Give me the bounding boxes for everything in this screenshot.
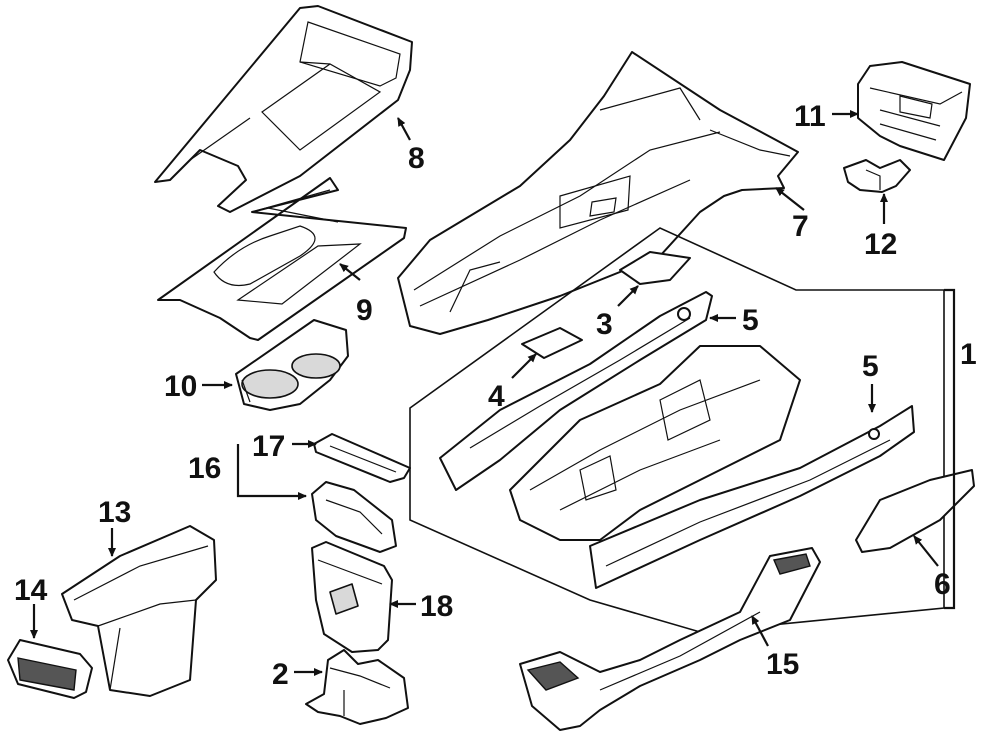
callout-18: 18 <box>420 590 453 623</box>
part-13-armrest <box>61 525 217 697</box>
part-7-console-frame <box>397 51 799 335</box>
callout-3: 3 <box>596 308 613 341</box>
callout-5a: 5 <box>742 304 759 337</box>
callout-14: 14 <box>14 574 48 607</box>
leader-7 <box>775 187 805 211</box>
leader-4 <box>511 353 537 379</box>
part-9-lower-trim-panel <box>157 177 407 341</box>
callout-9: 9 <box>356 294 373 327</box>
callout-1: 1 <box>960 338 977 371</box>
part-14-vent <box>7 639 93 699</box>
part-18-switch-panel <box>311 541 393 653</box>
callout-13: 13 <box>98 496 131 529</box>
part-11-module <box>857 61 971 161</box>
callout-8: 8 <box>408 142 425 175</box>
leader-9 <box>339 263 361 281</box>
callout-12: 12 <box>864 228 897 261</box>
callout-17: 17 <box>252 430 285 463</box>
callout-5b: 5 <box>862 350 879 383</box>
leader-3 <box>617 285 639 307</box>
leader-15 <box>751 615 769 647</box>
part-3-pad <box>619 251 691 285</box>
part-12-bracket <box>843 159 911 193</box>
callout-11: 11 <box>794 100 826 133</box>
callout-16: 16 <box>188 452 221 485</box>
part-17-trim-strip <box>313 433 411 483</box>
part-16-bezel <box>311 481 397 553</box>
callout-10: 10 <box>164 370 197 403</box>
part-5-right-side-panel <box>589 405 915 589</box>
leader-6 <box>913 535 939 567</box>
console-lower-body <box>509 345 801 541</box>
callout-4: 4 <box>488 380 505 413</box>
leader-lines <box>30 110 956 676</box>
callout-15: 15 <box>766 648 799 681</box>
part-6-side-cover <box>855 469 975 553</box>
callout-6: 6 <box>934 568 951 601</box>
leader-8 <box>397 117 411 141</box>
leader-1-bracket <box>944 288 956 610</box>
part-15-air-duct <box>519 547 821 731</box>
callout-labels: 8 9 10 7 11 12 1 3 5 4 5 6 15 17 16 18 2… <box>14 100 977 691</box>
part-5-left-side-panel <box>439 291 713 491</box>
part-4-mat <box>521 327 583 359</box>
leader-16 <box>236 444 307 500</box>
callout-2: 2 <box>272 658 289 691</box>
part-8-upper-trim-bezel <box>154 5 413 213</box>
part-10-cup-holder <box>235 319 349 411</box>
part-2-bracket <box>305 649 409 725</box>
callout-7: 7 <box>792 210 809 243</box>
